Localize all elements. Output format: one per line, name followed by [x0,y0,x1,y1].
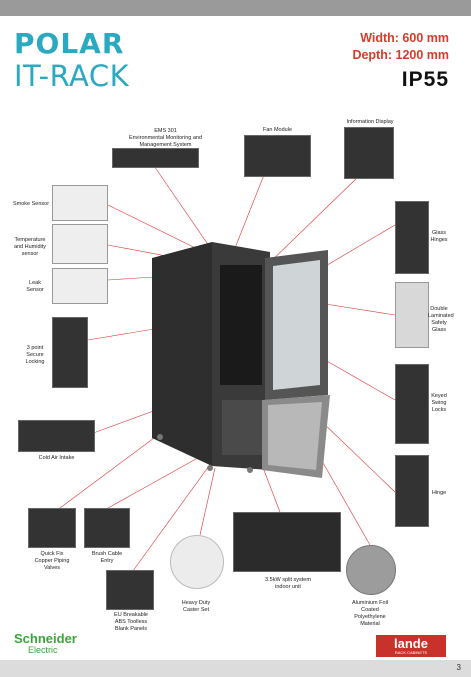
glass-label: Double Laminated Safety Glass [428,306,454,333]
logo-polar: POLAR [14,27,125,60]
foil-insulation [268,402,322,470]
keyed-lock-photo [395,364,429,444]
temp-humidity-label: Temperature and Humidity sensor [13,237,47,257]
schneider-word: Schneider [14,631,77,646]
lock-photo [52,317,88,388]
schneider-logo: Schneider Electric [14,632,77,655]
quickfix-photo [28,508,76,548]
fan-label: Fan Module [262,127,293,133]
depth-spec: Depth: 1200 mm [352,48,449,62]
logo-it-rack: IT-RACK [14,59,130,93]
smoke-sensor-photo [52,185,108,221]
specs: Width: 600 mm Depth: 1200 mm IP55 [352,30,449,92]
split-system-photo [233,512,341,572]
split-system-label: 3.5kW split system indoor unit [265,577,311,590]
caster-label: Heavy Duty Caster Set [181,600,211,613]
glass-photo [395,282,429,348]
leak-sensor-photo [52,268,108,304]
blank-panels-label: EU Breakable ABS Toolless Blank Panels [114,612,148,632]
blank-panels-photo [106,570,154,610]
foil-photo [346,545,396,595]
lande-word: lande [394,636,428,651]
polar-logo: POLAR IT-RACK [14,27,130,93]
top-bar [0,0,471,16]
cold-air-label: Cold Air Intake [38,455,75,461]
leak-sensor-label: Leak Sensor [26,280,44,293]
info-display-label: Information Display [346,119,394,125]
temp-humidity-photo [52,224,108,264]
split-unit-bay [222,400,262,455]
info-display-photo [344,127,394,179]
glass-pane [273,260,320,390]
lock-label: 3 point Secure Locking [25,345,45,365]
ip-rating: IP55 [401,68,449,91]
rack-interior [220,265,262,385]
page-number: 3 [456,663,461,672]
cold-air-photo [18,420,95,452]
foil-label: Aluminium Foil Coated Polyethylene Mater… [351,600,389,627]
lande-sub: RACK CABINETS [394,650,428,655]
ems-label: EMS 301 Environmental Monitoring and Man… [128,128,203,148]
smoke-sensor-label: Smoke Sensor [12,201,50,207]
lande-logo: lande RACK CABINETS [376,635,446,657]
glass-hinges-label: Glass Hinges [430,230,448,243]
ems-photo [112,148,199,168]
hinge-label: Hinge [431,490,447,496]
brush-label: Brush Cable Entry [91,551,123,564]
bottom-bar [0,660,471,677]
brush-photo [84,508,130,548]
electric-word: Electric [28,645,58,655]
hinge-photo [395,455,429,527]
keyed-lock-label: Keyed Swing Locks [431,393,447,413]
rack-side-panel [152,242,212,466]
fan-photo [244,135,311,177]
width-spec: Width: 600 mm [360,31,449,45]
quickfix-label: Quick Fix Copper Piping Valves [34,551,70,571]
caster-photo [170,535,224,589]
glass-hinges-photo [395,201,429,274]
